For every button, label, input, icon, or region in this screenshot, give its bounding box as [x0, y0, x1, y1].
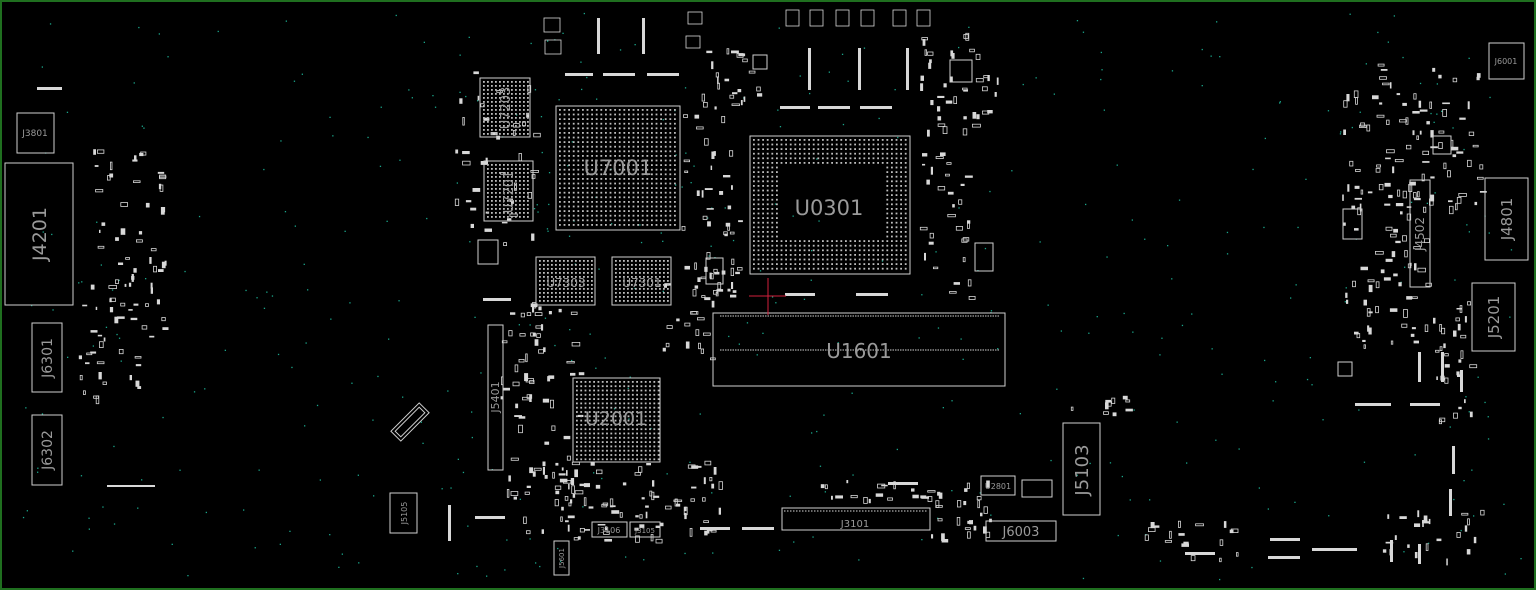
connector-j3105-label: J3105: [634, 527, 655, 535]
crosshair-cursor: [749, 278, 786, 315]
connector-j4801-label: J4801: [1498, 198, 1516, 242]
chip-u1601-label: U1601: [826, 339, 892, 363]
chip-u2001[interactable]: U2001: [572, 377, 661, 463]
fixed-parts: [37, 9, 1463, 564]
connector-j4201-label: J4201: [29, 207, 51, 262]
connector-j6301-label: J6301: [40, 338, 56, 379]
connector-j5103-label: J5103: [1072, 444, 1093, 496]
connector-j6302-label: J6302: [40, 430, 56, 471]
connector-j5103[interactable]: J5103: [1062, 422, 1101, 516]
connector-j4201[interactable]: J4201: [4, 162, 74, 306]
connector-j3106-label: J3106: [597, 526, 621, 535]
chip-u7203[interactable]: U7203: [479, 77, 531, 138]
connector-j5401-label: J5401: [489, 381, 502, 413]
connector-j3105[interactable]: J3105: [629, 521, 661, 538]
connector-j4502[interactable]: J4502: [1409, 179, 1431, 288]
connector-j3101-label: J3101: [840, 519, 869, 530]
chip-u7303[interactable]: U7303: [535, 256, 596, 306]
chip-u7001[interactable]: U7001: [555, 105, 681, 231]
connector-j5201-label: J5201: [1485, 296, 1503, 340]
connector-j4502-label: J4502: [1413, 217, 1427, 252]
connector-j3801[interactable]: J3801: [16, 112, 55, 154]
chip-u7303-label: U7303: [546, 276, 585, 290]
connector-j6003[interactable]: J6003: [985, 520, 1057, 542]
connector-j5401[interactable]: J5401: [487, 324, 504, 471]
connector-j5601-label: J5601: [558, 548, 566, 569]
chip-u1601[interactable]: U1601: [712, 312, 1006, 387]
connector-j5105-label: J5105: [400, 502, 409, 526]
connector-j6003-label: J6003: [1002, 525, 1040, 540]
chip-u7201[interactable]: U7201: [483, 160, 534, 222]
chip-u0301[interactable]: U0301: [749, 135, 911, 275]
connector-j6302[interactable]: J6302: [31, 414, 63, 486]
connector-j5601[interactable]: J5601: [553, 540, 570, 576]
connector-j6301[interactable]: J6301: [31, 322, 63, 393]
chip-u2801-label: U2801: [985, 482, 1011, 491]
chip-u7301-label: U7301: [622, 276, 661, 290]
connector-j3801-label: J3801: [21, 129, 48, 139]
chip-u7001-label: U7001: [584, 156, 653, 180]
connector-j5201[interactable]: J5201: [1471, 282, 1516, 352]
chip-u7301[interactable]: U7301: [611, 256, 672, 306]
chip-u2001-label: U2001: [585, 408, 647, 430]
connector-j4801[interactable]: J4801: [1484, 177, 1529, 261]
connector-j6001[interactable]: J6001: [1488, 42, 1525, 80]
connector-j3106[interactable]: J3106: [591, 521, 628, 538]
chip-u2801[interactable]: U2801: [980, 475, 1016, 496]
connector-j3101[interactable]: J3101: [781, 507, 931, 531]
connector-j6001-label: J6001: [1494, 57, 1518, 66]
chip-u0301-label: U0301: [795, 196, 864, 220]
chip-u7201-label: U7201: [502, 171, 517, 214]
chip-u7203-label: U7203: [499, 87, 514, 130]
connector-j5105[interactable]: J5105: [389, 492, 418, 534]
